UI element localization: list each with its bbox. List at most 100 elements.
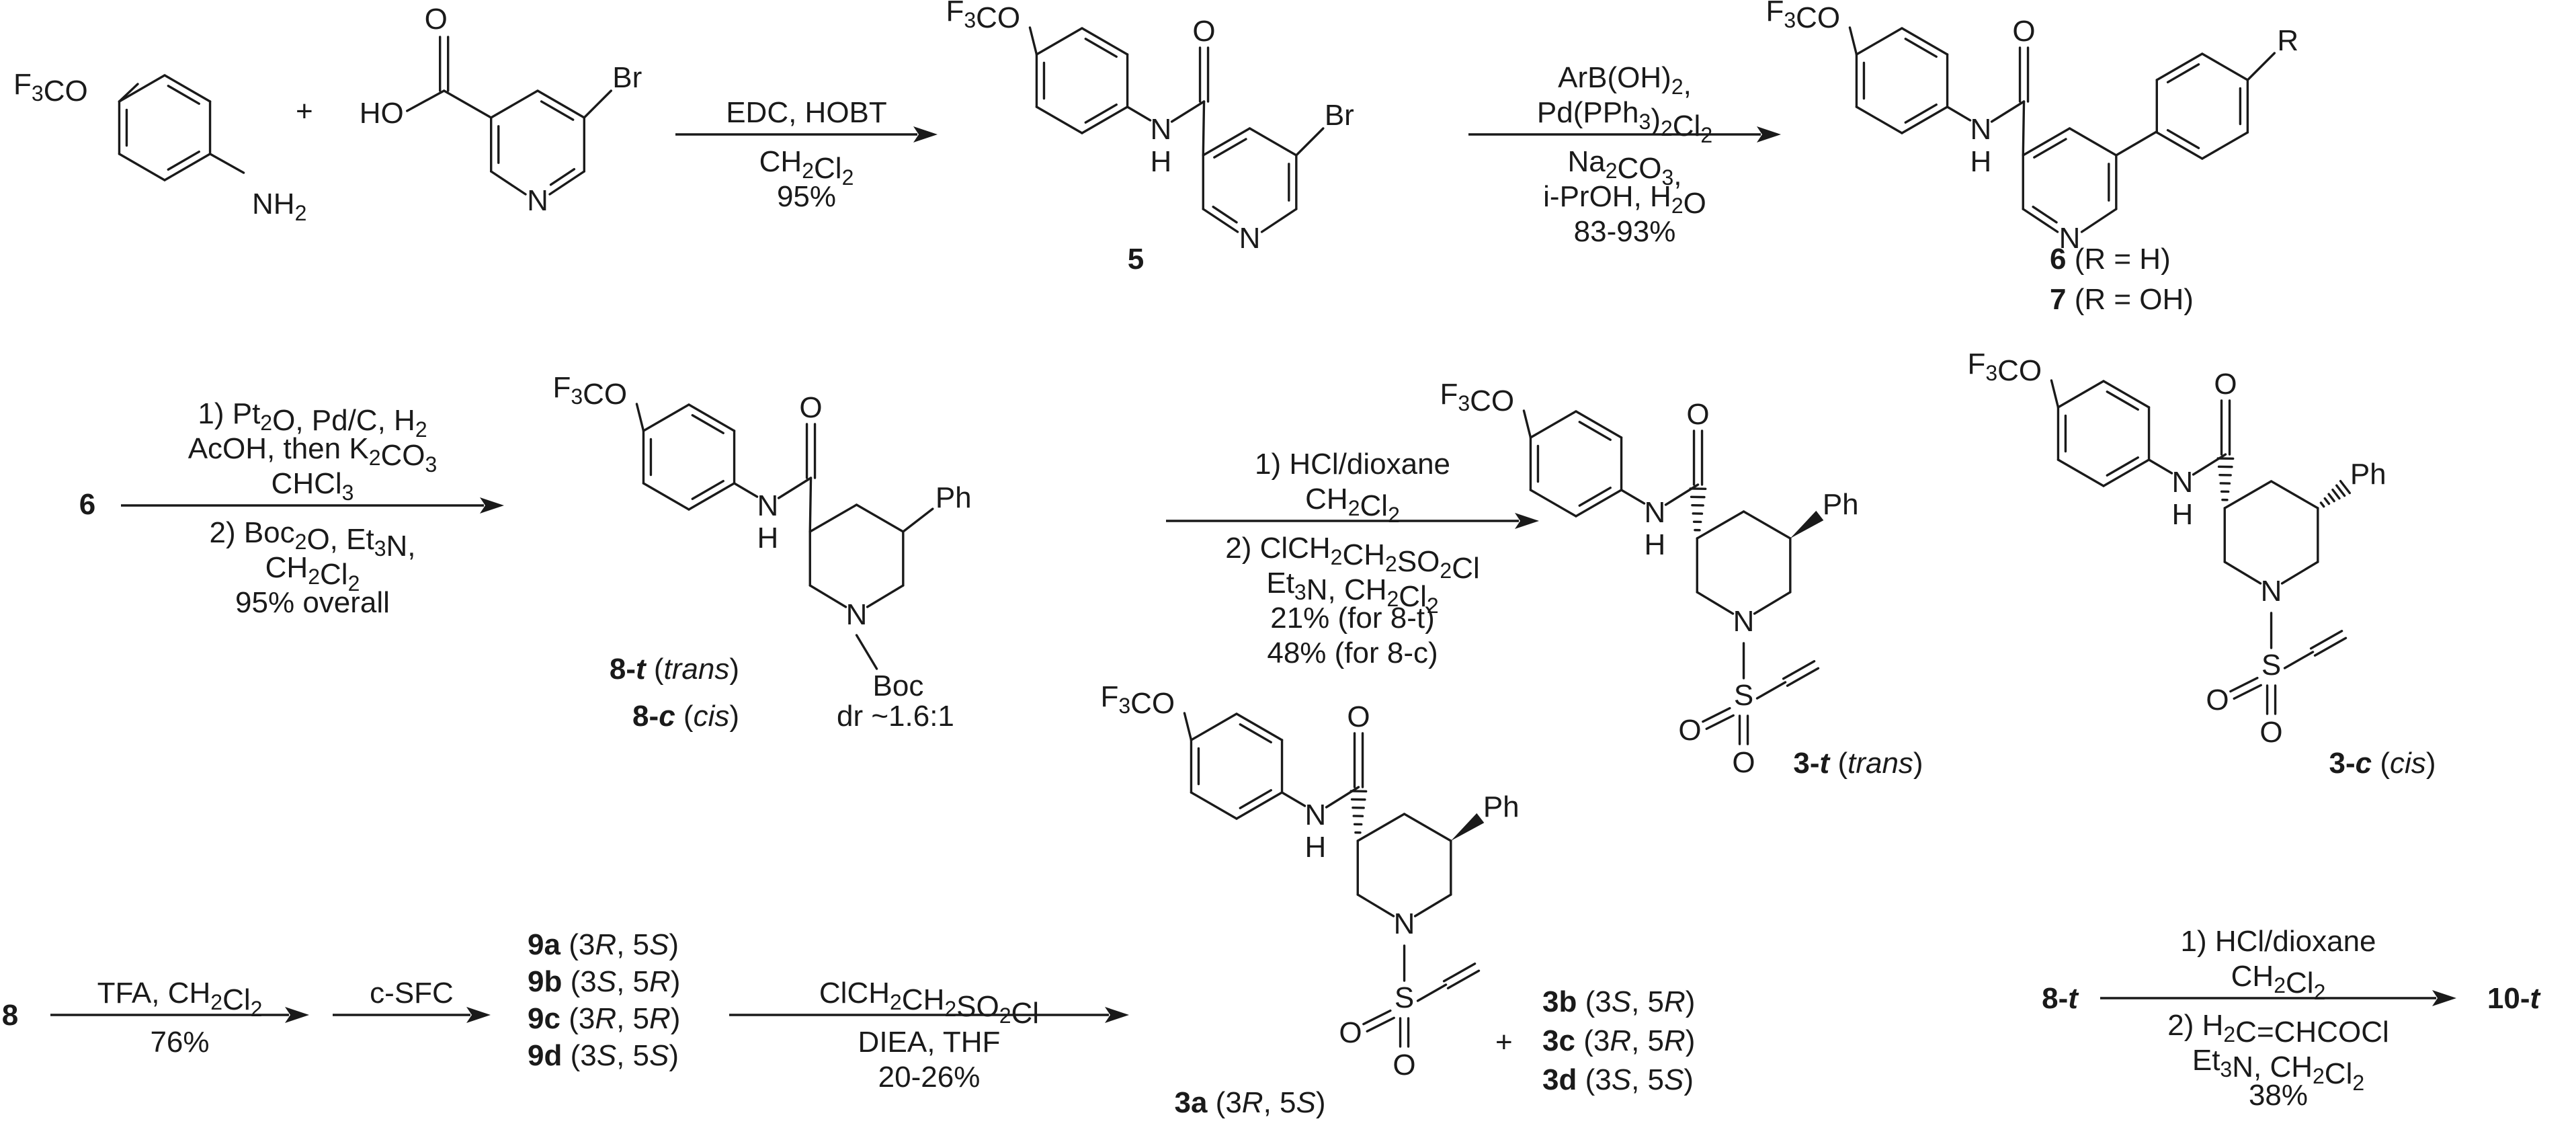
pyridine-bond xyxy=(2033,138,2067,159)
oxygen-label: O xyxy=(425,3,448,36)
arrow-step8-condition: 1) HCl/dioxane xyxy=(2180,925,2376,958)
arrow-step4-condition: 21% (for 8-t) xyxy=(1270,602,1435,635)
compound-3t-label: 3-t (trans) xyxy=(1793,747,1923,780)
piperidine-bond xyxy=(1753,591,1792,615)
bond-line xyxy=(1202,100,1206,157)
arrow-step3-condition: CHCl3 xyxy=(272,467,354,505)
arrow-step7-condition: 20-26% xyxy=(878,1061,981,1094)
amide-h: H xyxy=(1151,145,1172,178)
bond-line xyxy=(2050,379,2060,409)
arrow-step1-condition: EDC, HOBT xyxy=(726,96,887,129)
compound3c-aryl-bond xyxy=(2102,380,2151,409)
compound67-aryl-bond xyxy=(1901,106,1949,134)
amide-n: N xyxy=(1151,113,1172,146)
bromo-label: Br xyxy=(1325,99,1354,132)
compound3t-aryl-bond xyxy=(1575,410,1623,439)
vinyl-bond xyxy=(1446,969,1481,989)
bond-line xyxy=(208,153,245,174)
stereo-bond xyxy=(2331,488,2341,500)
sulfur-label: S xyxy=(2261,649,2281,682)
stereo-bond xyxy=(1450,813,1485,841)
arrow-step1-head xyxy=(913,126,938,142)
compound67-aryl-bond xyxy=(1904,104,1938,124)
pyridine-bond xyxy=(490,170,527,196)
plus-sign: + xyxy=(1495,1026,1513,1059)
carbonyl-o: O xyxy=(2214,368,2237,401)
phenyl-label: Ph xyxy=(2350,458,2386,491)
sulfonyl-o: O xyxy=(1339,1016,1362,1049)
compound5-aryl-bond xyxy=(1081,27,1129,56)
compound3c-aryl-bond xyxy=(2102,458,2151,487)
bromo-label: Br xyxy=(612,61,642,94)
compound8-aryl-bond xyxy=(691,414,724,434)
arrow-step8-condition: 38% xyxy=(2249,1079,2308,1112)
f3co-label: F3CO xyxy=(552,371,627,411)
amide-n: N xyxy=(1970,113,1992,146)
bond-line xyxy=(406,89,446,112)
piperidine-bond xyxy=(1356,893,1395,917)
piperidine-bond xyxy=(2223,561,2262,585)
bond-line xyxy=(2022,100,2026,157)
compound-8t-start-label: 8-t xyxy=(2042,982,2079,1015)
aryl-ring-bond xyxy=(118,153,166,181)
arrow-step7-condition: ClCH2CH2SO2Cl xyxy=(819,977,1039,1030)
pyridine-bond xyxy=(1212,206,1238,224)
sulfonyl-o: O xyxy=(1732,746,1755,779)
compound3c-aryl-bond xyxy=(2106,391,2139,411)
piperidine-n: N xyxy=(2261,575,2282,608)
amide-n: N xyxy=(1645,496,1666,529)
compound3t-aryl-bond xyxy=(1578,487,1612,507)
piperidine-bond xyxy=(1696,591,1735,615)
pyridine-n: N xyxy=(1239,222,1261,255)
arrow-step5-head xyxy=(285,1007,309,1023)
isomer-9-label: 9a (3R, 5S) xyxy=(528,928,679,961)
pyridine-n: N xyxy=(527,184,548,217)
carbonyl-o: O xyxy=(1686,398,1709,431)
bond-line xyxy=(777,477,813,499)
compound3t-aryl-bond xyxy=(1529,489,1577,518)
pyridine-bond xyxy=(536,89,585,119)
sulfonyl-o: O xyxy=(2206,684,2229,717)
bond-line xyxy=(1755,681,1787,700)
stereo-bond xyxy=(2323,497,2331,505)
phenyl-label: Ph xyxy=(936,481,972,514)
aryl-ring-bond xyxy=(167,151,200,171)
bond-line xyxy=(2115,130,2158,157)
stereo-bond xyxy=(1790,510,1824,538)
bond-line xyxy=(2246,52,2276,81)
pyridine-bond xyxy=(549,168,576,186)
bond-line xyxy=(1848,26,1858,56)
sulfonyl-bond xyxy=(1362,1009,1392,1026)
arrow-step8-condition: Et3N, CH2Cl2 xyxy=(2192,1044,2364,1095)
piperidine-bond xyxy=(2280,561,2319,585)
bond-line xyxy=(808,477,813,533)
arrow-step4-condition: 48% (for 8-c) xyxy=(1267,637,1438,669)
pyridine-bond xyxy=(2068,127,2118,157)
pyridine-bond xyxy=(490,89,539,119)
piperidine-bond xyxy=(808,584,847,608)
stereo-bond xyxy=(2319,501,2325,508)
arrow-step2-condition: ArB(OH)2, xyxy=(1558,61,1692,101)
compound5-aryl-bond xyxy=(1081,106,1129,134)
compound8-aryl-bond xyxy=(642,403,690,432)
f3co-label: F3CO xyxy=(13,68,88,108)
phenyl-label: Ph xyxy=(1823,488,1859,521)
arrow-step7-condition: DIEA, THF xyxy=(858,1026,1001,1059)
compound-3a-label: 3a (3R, 5S) xyxy=(1174,1086,1325,1119)
vinyl-bond xyxy=(1442,963,1477,983)
vinyl-bond xyxy=(2309,630,2343,650)
sulfonyl-bond xyxy=(2233,684,2262,700)
arrow-step6-condition: c-SFC xyxy=(370,977,454,1010)
arrow-step1-condition: 95% xyxy=(777,180,836,213)
f3co-label: F3CO xyxy=(1967,347,2042,387)
arrow-step8-condition: CH2Cl2 xyxy=(2231,960,2326,1004)
bond-line xyxy=(1990,100,2026,123)
bond-line xyxy=(1522,409,1532,439)
compound67-aryl-bond xyxy=(1901,27,1949,56)
piperidine-bond xyxy=(1413,893,1452,917)
bond-line xyxy=(1295,127,1325,157)
amine-label: NH2 xyxy=(252,188,306,225)
bond-line xyxy=(583,89,612,119)
compound8-aryl-bond xyxy=(691,480,724,500)
bond-line xyxy=(1946,106,1972,122)
